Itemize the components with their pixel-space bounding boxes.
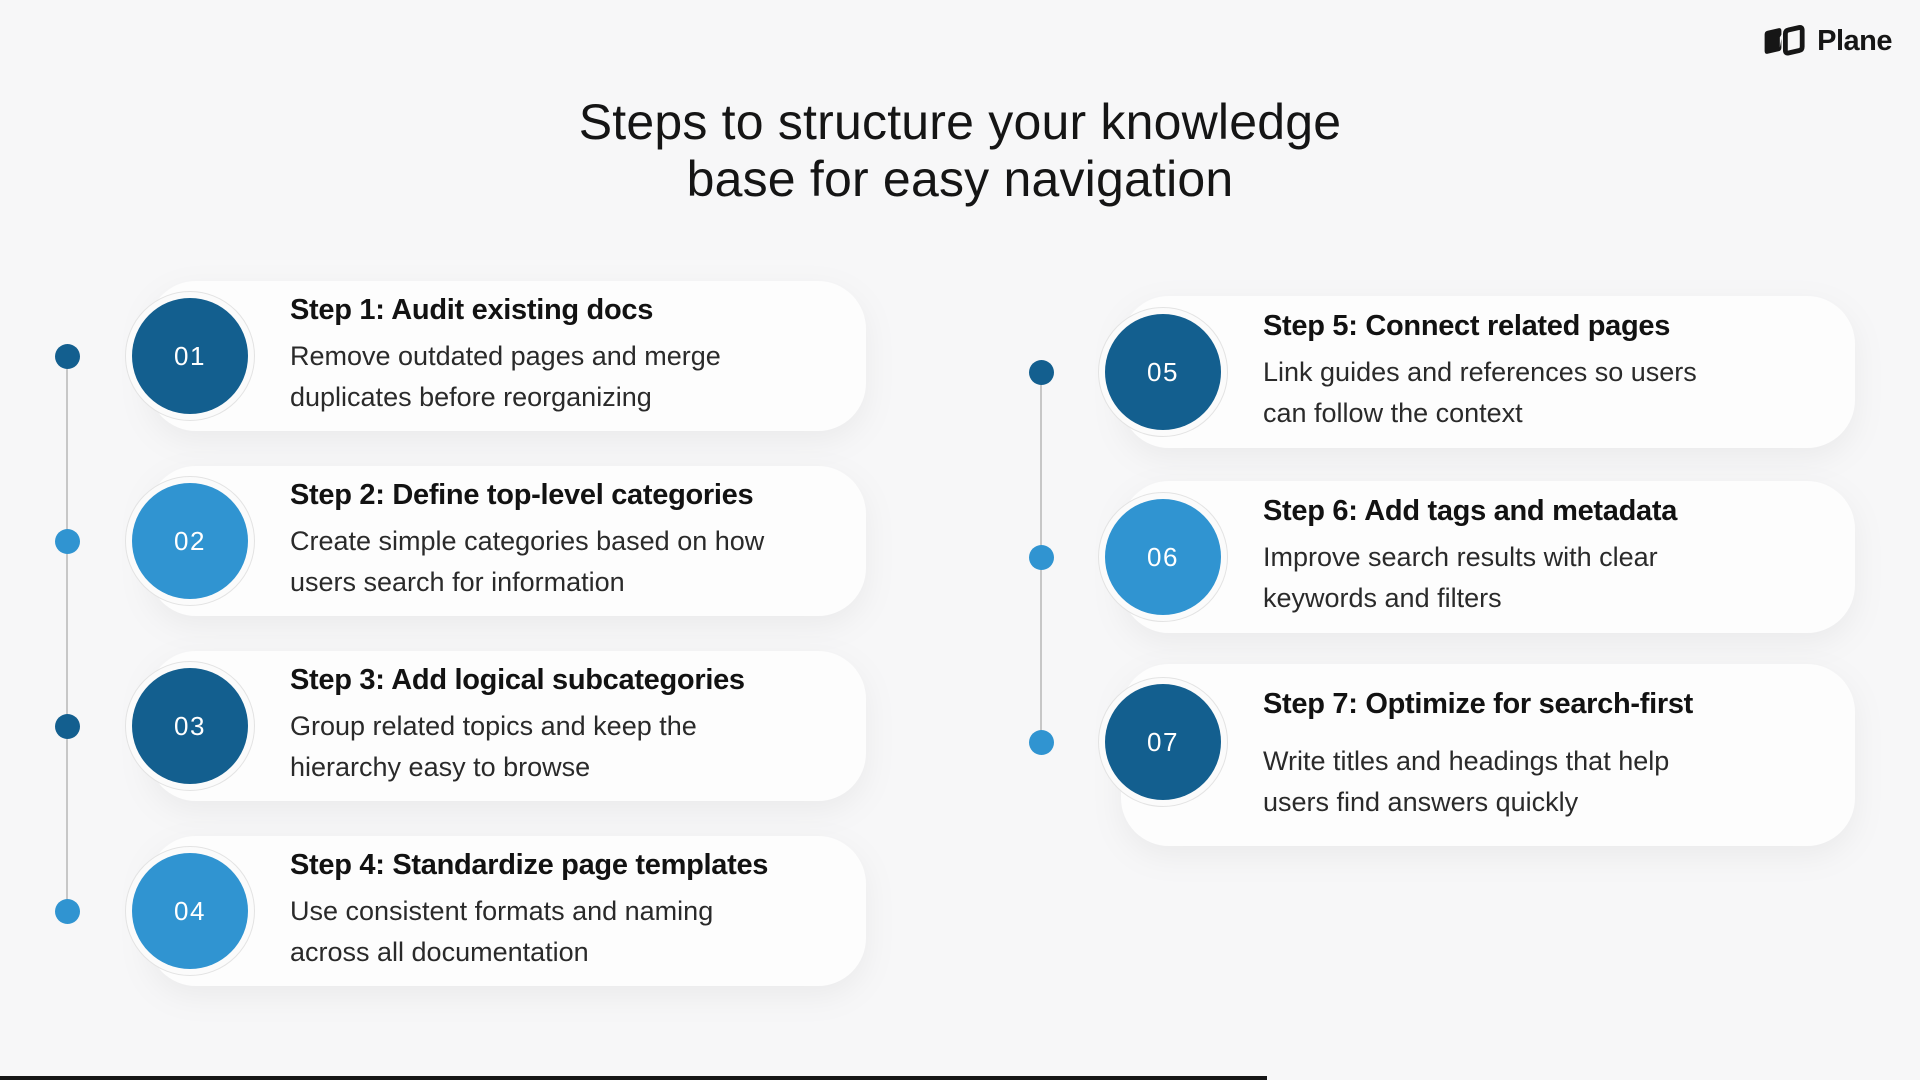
step-number: 04 (132, 853, 248, 969)
step-title: Step 6: Add tags and metadata (1263, 495, 1678, 527)
step-title: Step 3: Add logical subcategories (290, 664, 745, 696)
step-card-6: Step 6: Add tags and metadata Improve se… (1121, 481, 1855, 633)
step-number: 06 (1105, 499, 1221, 615)
step-number-badge-1: 01 (125, 291, 255, 421)
step-number-badge-6: 06 (1098, 492, 1228, 622)
step-description: Link guides and references so users can … (1263, 352, 1831, 434)
step-title: Step 1: Audit existing docs (290, 294, 654, 326)
step-description-line: duplicates before reorganizing (290, 382, 652, 412)
step-description-line: Link guides and references so users (1263, 357, 1697, 387)
timeline-dot-1 (55, 344, 80, 369)
step-card-5: Step 5: Connect related pages Link guide… (1121, 296, 1855, 448)
step-description: Create simple categories based on how us… (290, 521, 842, 603)
step-number: 07 (1105, 684, 1221, 800)
step-number: 01 (132, 298, 248, 414)
step-description: Group related topics and keep the hierar… (290, 706, 842, 788)
step-description-line: Create simple categories based on how (290, 526, 765, 556)
plane-logo: Plane (1760, 24, 1892, 58)
page-title-line-1: Steps to structure your knowledge (578, 94, 1342, 150)
step-description-line: hierarchy easy to browse (290, 752, 591, 782)
step-description-line: Group related topics and keep the (290, 711, 697, 741)
step-description-line: users search for information (290, 567, 625, 597)
step-number-badge-7: 07 (1098, 677, 1228, 807)
plane-logo-text: Plane (1817, 24, 1892, 57)
step-title: Step 2: Define top-level categories (290, 479, 754, 511)
step-number-badge-5: 05 (1098, 307, 1228, 437)
step-card-3: Step 3: Add logical subcategories Group … (148, 651, 866, 801)
step-number-badge-3: 03 (125, 661, 255, 791)
step-description: Improve search results with clear keywor… (1263, 537, 1831, 619)
step-title: Step 5: Connect related pages (1263, 310, 1671, 342)
step-number: 03 (132, 668, 248, 784)
step-card-2: Step 2: Define top-level categories Crea… (148, 466, 866, 616)
timeline-dot-7 (1029, 730, 1054, 755)
step-card-7: Step 7: Optimize for search-first Write … (1121, 664, 1855, 846)
step-description: Use consistent formats and naming across… (290, 891, 842, 973)
step-description-line: can follow the context (1263, 398, 1523, 428)
timeline-dot-6 (1029, 545, 1054, 570)
plane-logo-icon (1764, 25, 1805, 56)
step-card-4: Step 4: Standardize page templates Use c… (148, 836, 866, 986)
timeline-dot-2 (55, 529, 80, 554)
timeline-dot-4 (55, 899, 80, 924)
step-title: Step 4: Standardize page templates (290, 849, 769, 881)
page-title: Steps to structure your knowledge base f… (0, 94, 1920, 208)
timeline-dot-5 (1029, 360, 1054, 385)
timeline-line-left (66, 356, 68, 911)
step-number: 02 (132, 483, 248, 599)
step-description-line: Use consistent formats and naming (290, 896, 714, 926)
step-description: Remove outdated pages and merge duplicat… (290, 336, 842, 418)
step-number-badge-4: 04 (125, 846, 255, 976)
step-description-line: Write titles and headings that help (1263, 745, 1670, 776)
progress-bar (0, 1076, 1267, 1080)
step-description-line: Remove outdated pages and merge (290, 341, 721, 371)
step-description: Write titles and headings that help user… (1263, 741, 1831, 823)
step-number: 05 (1105, 314, 1221, 430)
step-card-1: Step 1: Audit existing docs Remove outda… (148, 281, 866, 431)
step-description-line: across all documentation (290, 937, 589, 967)
step-title: Step 7: Optimize for search-first (1263, 687, 1694, 720)
step-description-line: Improve search results with clear (1263, 542, 1658, 572)
step-description-line: keywords and filters (1263, 583, 1502, 613)
step-number-badge-2: 02 (125, 476, 255, 606)
step-description-line: users find answers quickly (1263, 786, 1579, 817)
page-title-line-2: base for easy navigation (686, 151, 1234, 207)
timeline-dot-3 (55, 714, 80, 739)
